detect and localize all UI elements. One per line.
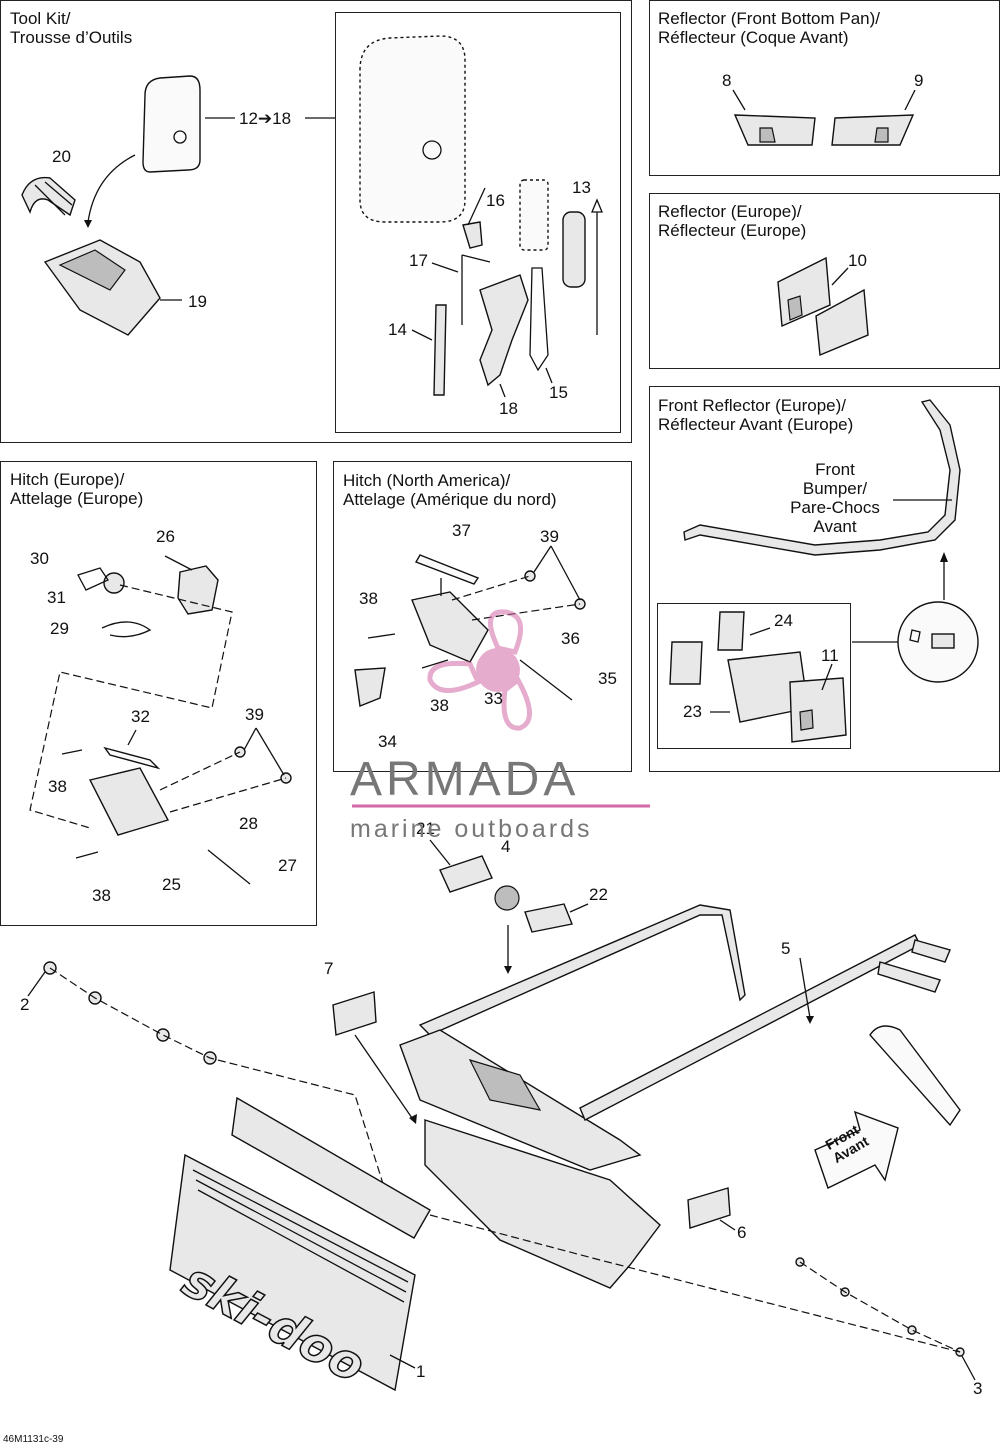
- callout-39-eu: 39: [245, 705, 264, 724]
- hitch-europe-title: Hitch (Europe)/ Attelage (Europe): [10, 470, 144, 508]
- fasteners-3: [429, 1214, 976, 1381]
- callout-19: 19: [188, 292, 207, 311]
- callout-5: 5: [781, 939, 791, 958]
- callout-4: 4: [501, 837, 511, 856]
- callout-7: 7: [324, 959, 334, 978]
- callout-20: 20: [52, 147, 71, 166]
- watermark-subtitle: marine outboards: [350, 815, 593, 843]
- callout-21: 21: [416, 819, 435, 838]
- callout-25: 25: [162, 875, 181, 894]
- tool-bag-small: [142, 75, 335, 173]
- callout-13: 13: [572, 178, 591, 197]
- emblem-4: [494, 885, 520, 911]
- decal-6: [687, 1187, 736, 1231]
- fasteners-2: [27, 961, 386, 1191]
- callout-38-eu-top: 38: [48, 777, 67, 796]
- callout-8: 8: [722, 71, 732, 90]
- reflector-10: [777, 256, 869, 357]
- callout-29: 29: [50, 619, 69, 638]
- callout-3: 3: [973, 1379, 983, 1398]
- watermark-title: ARMADA: [350, 753, 580, 806]
- decal-22: [524, 903, 589, 933]
- reflector-9: [831, 89, 916, 146]
- callout-38-eu-bottom: 38: [92, 886, 111, 905]
- strip-5: [799, 939, 951, 1024]
- callout-11: 11: [821, 646, 839, 665]
- callout-34: 34: [378, 732, 397, 751]
- reflector-europe-title: Reflector (Europe)/ Réflecteur (Europe): [658, 202, 807, 240]
- watermark-propeller: [427, 609, 532, 731]
- front-bumper: [683, 399, 979, 683]
- front-frame-assembly: [399, 904, 961, 1289]
- callout-12-18: 12➔18: [239, 109, 292, 128]
- callout-26: 26: [156, 527, 175, 546]
- front-reflector-parts: [669, 611, 847, 743]
- callout-2: 2: [20, 995, 30, 1014]
- hitch-north-america-title: Hitch (North America)/ Attelage (Amériqu…: [343, 471, 557, 509]
- callout-9: 9: [914, 71, 924, 90]
- callout-36: 36: [561, 629, 580, 648]
- callout-18: 18: [499, 399, 518, 418]
- callout-17: 17: [409, 251, 428, 270]
- callout-37: 37: [452, 521, 471, 540]
- snow-flap-1: [169, 1096, 431, 1392]
- document-code: 46M1131c-39: [3, 1434, 64, 1445]
- callout-38-na-top: 38: [359, 589, 378, 608]
- reflector-front-bottom-pan-title: Reflector (Front Bottom Pan)/ Réflecteur…: [658, 9, 881, 47]
- tool-bag-clip-20: [21, 176, 76, 217]
- tool-bag-bracket-19: [43, 239, 182, 336]
- callout-32: 32: [131, 707, 150, 726]
- callout-15: 15: [549, 383, 568, 402]
- callout-10: 10: [848, 251, 867, 270]
- callout-24: 24: [774, 611, 793, 630]
- callout-33: 33: [484, 689, 503, 708]
- front-arrow: [814, 1110, 899, 1189]
- callout-14: 14: [388, 320, 407, 339]
- callout-30: 30: [30, 549, 49, 568]
- toolkit-title: Tool Kit/ Trousse d’Outils: [10, 9, 133, 47]
- hitch-na-parts: [354, 545, 586, 707]
- front-bumper-label: Front Bumper/ Pare-Chocs Avant: [790, 460, 880, 536]
- hitch-europe-parts: [29, 555, 292, 885]
- callout-27: 27: [278, 856, 297, 875]
- decal-21: [429, 839, 493, 893]
- tools-set: [411, 179, 603, 398]
- front-reflector-europe-title: Front Reflector (Europe)/ Réflecteur Ava…: [658, 396, 854, 434]
- hitch-europe-panel: [0, 461, 317, 926]
- callout-35: 35: [598, 669, 617, 688]
- decal-7: [332, 991, 417, 1124]
- callout-1: 1: [416, 1362, 426, 1381]
- callout-6: 6: [737, 1223, 747, 1242]
- reflector-8: [732, 89, 816, 146]
- callout-28: 28: [239, 814, 258, 833]
- tool-bag-large: [359, 35, 466, 223]
- callout-39-na: 39: [540, 527, 559, 546]
- callout-16: 16: [486, 191, 505, 210]
- callout-38-na-bottom: 38: [430, 696, 449, 715]
- callout-31: 31: [47, 588, 66, 607]
- callout-23: 23: [683, 702, 702, 721]
- reflector-front-bottom-pan-panel: [649, 0, 1000, 176]
- callout-22: 22: [589, 885, 608, 904]
- hitch-north-america-panel: [333, 461, 632, 772]
